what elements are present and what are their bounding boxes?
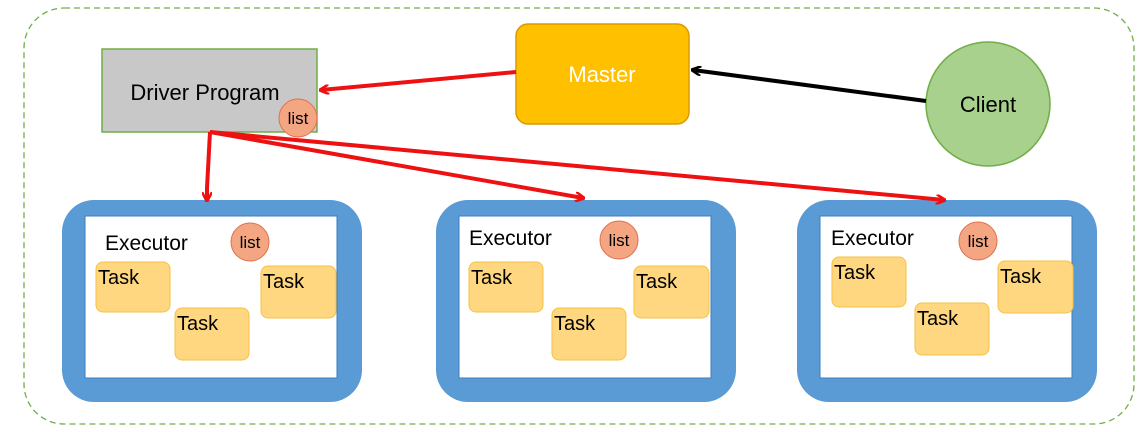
client-label: Client: [960, 92, 1016, 117]
master-label: Master: [568, 62, 635, 87]
task-box: Task: [95, 261, 171, 313]
master-to-driver-arrow: [321, 70, 517, 90]
driver-to-executor-1-arrow: [207, 131, 210, 200]
cluster-boundary: [23, 7, 1135, 425]
task-label: Task: [471, 267, 513, 289]
executor-label: Executor: [469, 227, 552, 250]
task-box: Task: [551, 307, 627, 361]
executor-label: Executor: [105, 232, 188, 255]
client-to-master-arrow: [693, 70, 927, 103]
executor-list-badge-label: list: [609, 231, 630, 250]
client-circle: [925, 41, 1051, 167]
task-box: Task: [174, 307, 250, 361]
task-rect: [174, 307, 250, 361]
executor-list-badge: list: [599, 220, 639, 260]
driver-program-label: Driver Program: [130, 80, 279, 105]
task-rect: [997, 260, 1074, 314]
driver-program-node: Driver Program list: [101, 48, 318, 138]
task-label: Task: [263, 271, 305, 293]
executor-list-badge-circle: [599, 220, 639, 260]
task-label: Task: [636, 271, 678, 293]
driver-to-executor-3-arrow: [209, 130, 944, 200]
executor-list-badge: list: [230, 222, 270, 262]
task-rect: [468, 261, 544, 313]
executor-list-badge-label: list: [240, 233, 261, 252]
task-rect: [633, 265, 710, 319]
driver-list-badge: list: [278, 98, 318, 138]
driver-list-badge-label: list: [288, 109, 309, 128]
task-rect: [260, 265, 337, 319]
executor-list-badge-label: list: [968, 232, 989, 251]
master-node: Master: [515, 23, 690, 125]
task-label: Task: [554, 313, 596, 335]
task-label: Task: [98, 267, 140, 289]
task-box: Task: [914, 302, 990, 356]
task-label: Task: [834, 262, 876, 284]
executor-label: Executor: [831, 227, 914, 250]
task-box: Task: [997, 260, 1074, 314]
executor-list-badge-circle: [230, 222, 270, 262]
executor-list-badge-circle: [958, 221, 998, 261]
task-label: Task: [177, 313, 219, 335]
task-label: Task: [917, 308, 959, 330]
task-label: Task: [1000, 266, 1042, 288]
task-box: Task: [468, 261, 544, 313]
task-rect: [551, 307, 627, 361]
task-box: Task: [831, 256, 907, 308]
task-box: Task: [260, 265, 337, 319]
task-box: Task: [633, 265, 710, 319]
task-rect: [831, 256, 907, 308]
executor-list-badge: list: [958, 221, 998, 261]
task-rect: [914, 302, 990, 356]
client-node: Client: [925, 41, 1051, 167]
arrows-layer: [207, 70, 944, 200]
task-rect: [95, 261, 171, 313]
driver-to-executor-2-arrow: [209, 130, 583, 198]
